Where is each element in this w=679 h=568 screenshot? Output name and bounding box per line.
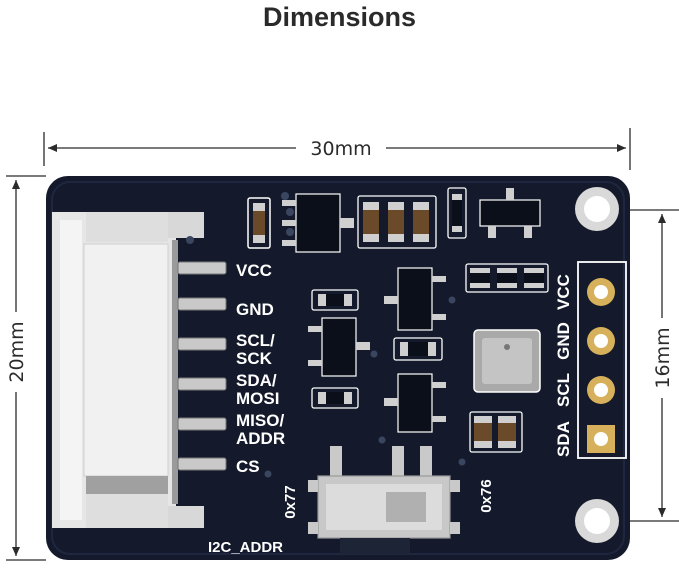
pin-labels: VCC GND SCL/ SCK SDA/ MOSI MISO/ ADDR CS <box>236 261 285 476</box>
pin-label-cs: CS <box>236 457 260 476</box>
height-dimension: 20mm <box>6 321 28 382</box>
addr-label-0x76: 0x76 <box>478 479 495 512</box>
addr-label-0x77: 0x77 <box>282 485 299 518</box>
header-label-vcc: VCC <box>554 274 573 310</box>
header-label-scl: SCL <box>554 373 573 407</box>
pin-label-miso: MISO/ <box>236 411 284 430</box>
hole-spacing-dimension: 16mm <box>652 327 674 388</box>
mounting-hole-top <box>575 187 619 231</box>
dimension-lines: 30mm 20mm 16mm <box>6 128 679 561</box>
header-label-gnd: GND <box>554 322 573 360</box>
address-switch <box>308 446 460 554</box>
header-label-sda: SDA <box>554 421 573 457</box>
pin-label-vcc: VCC <box>236 261 272 280</box>
pin-label-addr: ADDR <box>236 429 285 448</box>
width-dimension: 30mm <box>310 138 371 160</box>
pin-label-gnd: GND <box>236 300 274 319</box>
pin-label-sck: SCK <box>236 349 273 368</box>
page-title: Dimensions <box>262 2 417 32</box>
pin-label-sda: SDA/ <box>236 371 277 390</box>
pin-header <box>577 261 627 459</box>
connector-pins <box>177 261 227 471</box>
header-labels: VCC GND SCL SDA <box>554 274 573 457</box>
switch-label: I2C_ADDR <box>208 539 283 556</box>
smd-components <box>186 187 549 478</box>
jst-connector <box>52 212 204 528</box>
mounting-hole-bottom <box>575 499 619 543</box>
pin-label-mosi: MOSI <box>236 389 279 408</box>
pin-label-scl: SCL/ <box>236 331 275 350</box>
